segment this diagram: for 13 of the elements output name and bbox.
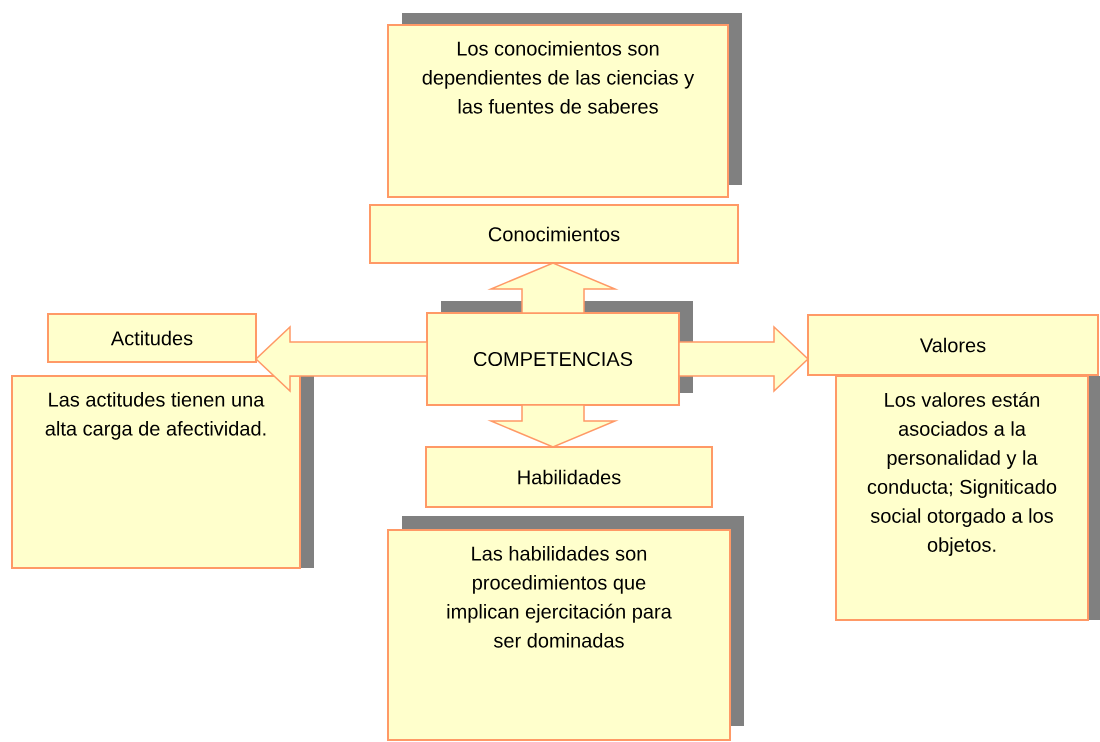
block-arrow: [487, 262, 619, 314]
text-box: Las actitudes tienen una alta carga de afectividad.: [11, 375, 314, 569]
label-box: Conocimientos: [369, 204, 739, 264]
label-box: Valores: [807, 314, 1099, 376]
label-box: Actitudes: [47, 313, 257, 363]
text-box: Los conocimientos son dependientes de las ciencias y las fuentes de saberes: [387, 13, 742, 198]
text-box: Los valores están asociados a la personalidad y la conducta; Signiticado social otorgado a los objetos.: [835, 375, 1100, 621]
label-box: Habilidades: [425, 446, 713, 508]
block-arrow: [254, 325, 428, 393]
block-arrow: [678, 325, 810, 393]
block-arrow: [487, 404, 619, 448]
text-box: Las habilidades son procedimientos que implican ejercitación para ser dominadas: [387, 516, 744, 741]
center-box: COMPETENCIAS: [426, 301, 693, 406]
